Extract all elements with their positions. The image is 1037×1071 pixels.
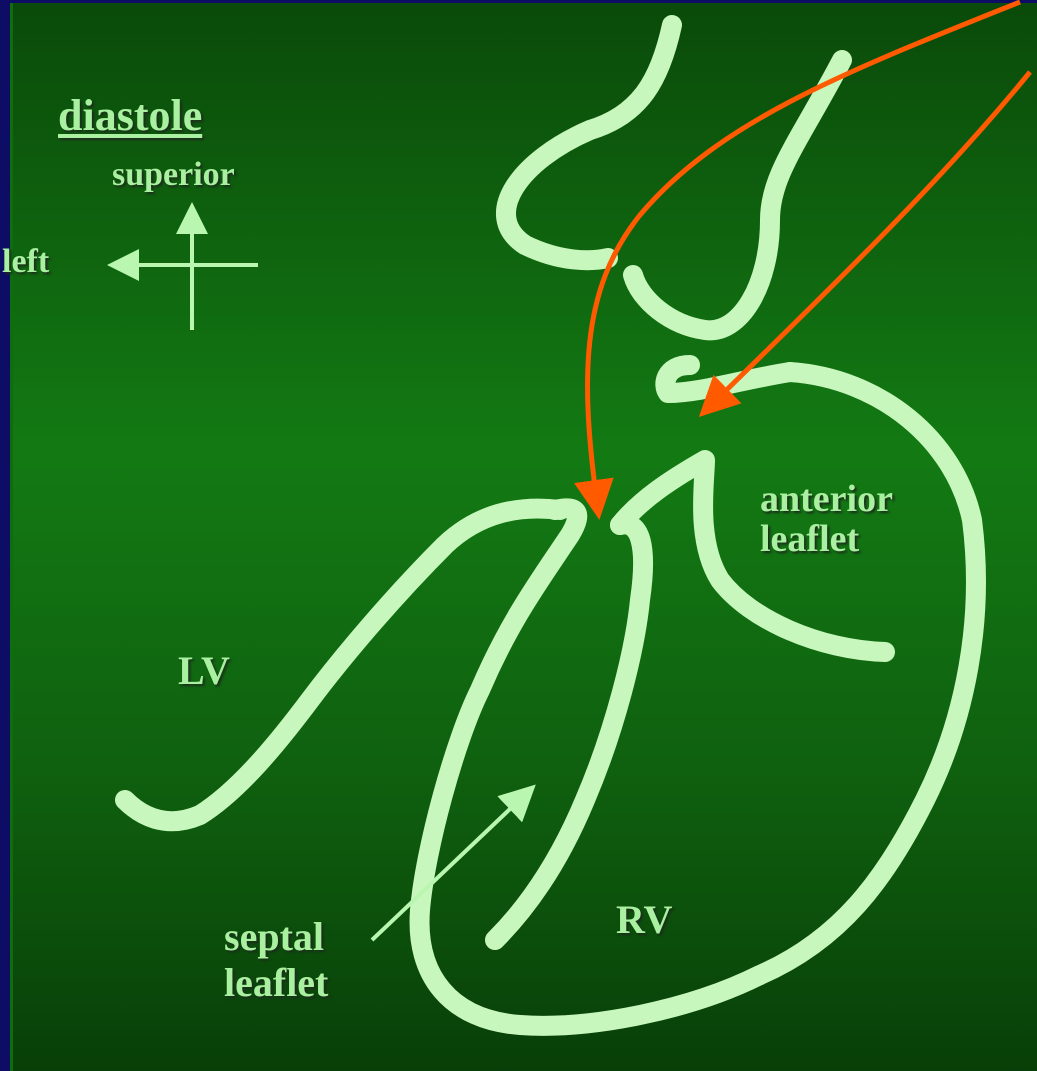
orientation-cross [115,210,258,330]
septal-leaflet-label: septal leaflet [224,914,328,1006]
diagram-title: diastole [58,93,202,139]
left-label: left [2,244,49,280]
septal-leaflet-outline [495,524,643,940]
anterior-leaflet-label-line1: anterior [760,480,893,520]
anterior-leaflet-label-line2: leaflet [760,520,893,560]
superior-label: superior [112,157,235,193]
right-atrium-outline [633,60,842,330]
lv-label: LV [178,650,230,692]
rv-label: RV [616,899,672,941]
septal-leaflet-label-line1: septal [224,914,328,960]
septal-leaflet-label-line2: leaflet [224,960,328,1006]
aortic-root-outline [506,25,672,260]
anterior-leaflet-label: anterior leaflet [760,480,893,560]
